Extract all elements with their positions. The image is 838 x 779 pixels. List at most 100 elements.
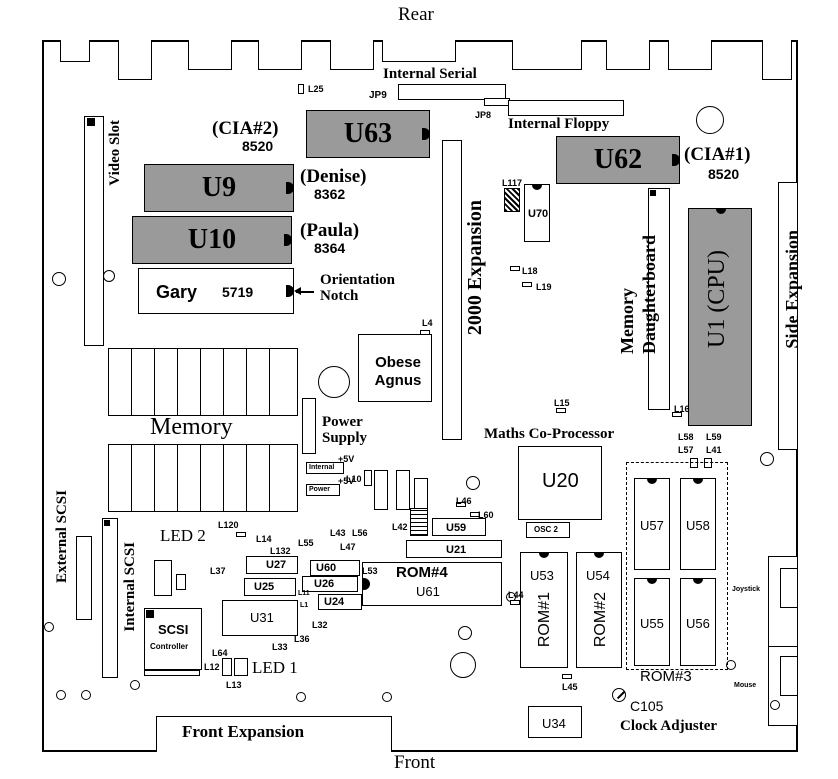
- u25-id: U25: [254, 581, 275, 593]
- u54-chip: [576, 552, 622, 668]
- u9-part: 8362: [314, 186, 346, 202]
- jp8-label: JP8: [475, 110, 492, 120]
- u54-id: U54: [586, 568, 610, 583]
- l11-label: L11: [298, 590, 310, 597]
- mounting-hole: [81, 690, 91, 700]
- l10-label: L10: [346, 474, 362, 484]
- scsi-controller-name: Controller: [150, 642, 189, 651]
- u10-id: U10: [187, 224, 237, 255]
- cpu-notch: [716, 208, 726, 214]
- mounting-hole: [458, 626, 472, 640]
- plus5v-a-label: +5V: [338, 454, 355, 464]
- u70-id: U70: [528, 208, 549, 220]
- l18-label: L18: [522, 266, 538, 276]
- internal-led-header: Internal: [306, 462, 344, 474]
- internal-scsi-connector: [102, 518, 118, 678]
- mounting-hole: [382, 692, 392, 702]
- internal-scsi-pin1: [104, 520, 110, 526]
- u63-chip: U63: [306, 110, 430, 158]
- u53-chip: [520, 552, 568, 668]
- u26-id: U26: [314, 578, 335, 590]
- l25-label: L25: [308, 84, 324, 94]
- joystick-label: Joystick: [732, 586, 761, 593]
- agnus-id: Obese Agnus: [374, 354, 422, 389]
- l46-label: L46: [456, 496, 472, 506]
- l41-label: L41: [706, 445, 722, 455]
- u56-notch: [693, 578, 703, 584]
- u61-notch: [362, 578, 370, 590]
- l1-label: L1: [300, 602, 309, 609]
- l37-label: L37: [210, 566, 226, 576]
- mounting-hole: [466, 476, 480, 490]
- power-supply-label: Power Supply: [322, 414, 368, 446]
- l53-label: L53: [362, 566, 378, 576]
- led1-resistor: [234, 658, 248, 676]
- l58-label: L58: [678, 432, 694, 442]
- external-scsi-connector: [76, 536, 92, 620]
- u31-chip: [222, 600, 298, 636]
- u26-chip: [302, 576, 358, 592]
- l19-component: [522, 282, 532, 287]
- l43-label: L43: [330, 528, 346, 538]
- front-label: Front: [394, 752, 436, 773]
- l45-component: [562, 674, 572, 679]
- c105-label: C105: [630, 698, 664, 714]
- rom3-label: ROM#3: [640, 668, 692, 685]
- u63-part: 8520: [242, 138, 274, 154]
- u55-notch: [647, 578, 657, 584]
- expansion-2000-slot: [442, 140, 462, 440]
- osc2-label: OSC 2: [534, 525, 559, 534]
- rear-connector: [330, 40, 374, 70]
- l13-label: L13: [226, 680, 242, 690]
- memory-daughterboard-slot: [648, 188, 670, 410]
- rear-connector: [258, 40, 302, 70]
- side-expansion-label: Side Expansion: [782, 230, 802, 349]
- power-led-header: Power: [306, 484, 340, 496]
- u62-part: 8520: [708, 166, 740, 182]
- l57-component: [690, 458, 698, 468]
- l14-label: L14: [256, 534, 272, 544]
- l33-label: L33: [272, 642, 288, 652]
- jp9-label: JP9: [369, 90, 387, 101]
- u53-notch: [539, 552, 549, 558]
- u55-id: U55: [640, 616, 664, 631]
- u62-id: U62: [593, 144, 643, 175]
- mounting-hole: [296, 692, 306, 702]
- cpu-chip: [688, 208, 752, 426]
- l36-label: L36: [294, 634, 310, 644]
- internal-serial-header: [398, 84, 506, 100]
- u20-id: U20: [542, 470, 579, 492]
- rear-connector: [188, 40, 232, 70]
- mounting-hole: [56, 690, 66, 700]
- u58-id: U58: [686, 518, 710, 533]
- rear-connector: [668, 40, 712, 70]
- u62-notch: [672, 154, 680, 166]
- rom2-label: ROM#2: [592, 592, 609, 648]
- front-expansion-slot: [156, 716, 392, 752]
- scsi-controller-chip: [144, 608, 202, 670]
- mounting-hole: [450, 652, 476, 678]
- mounting-hole: [726, 660, 736, 670]
- internal-floppy-label: Internal Floppy: [508, 116, 610, 132]
- rear-connector: [118, 40, 152, 80]
- l45-label: L45: [562, 682, 578, 692]
- mounting-hole: [103, 270, 115, 282]
- l60-label: L60: [478, 510, 494, 520]
- l16-label: L16: [674, 404, 690, 414]
- l120-label: L120: [218, 520, 239, 530]
- u10-chip: U10: [132, 216, 292, 264]
- l117-component: [504, 188, 520, 212]
- u63-notch: [422, 128, 430, 140]
- gary-id: Gary: [156, 282, 198, 302]
- video-slot-pin1: [87, 118, 95, 126]
- u21-chip: [406, 540, 502, 558]
- led2-resistor: [176, 574, 186, 590]
- u10-name: (Paula): [300, 220, 360, 241]
- u54-notch: [594, 552, 604, 558]
- l64-label: L64: [212, 648, 228, 658]
- l41-component: [704, 458, 712, 468]
- u60-id: U60: [316, 562, 337, 574]
- cpu-id: U1 (CPU): [704, 250, 730, 349]
- rom1-label: ROM#1: [536, 592, 553, 648]
- notch-arrow-line: [296, 291, 314, 293]
